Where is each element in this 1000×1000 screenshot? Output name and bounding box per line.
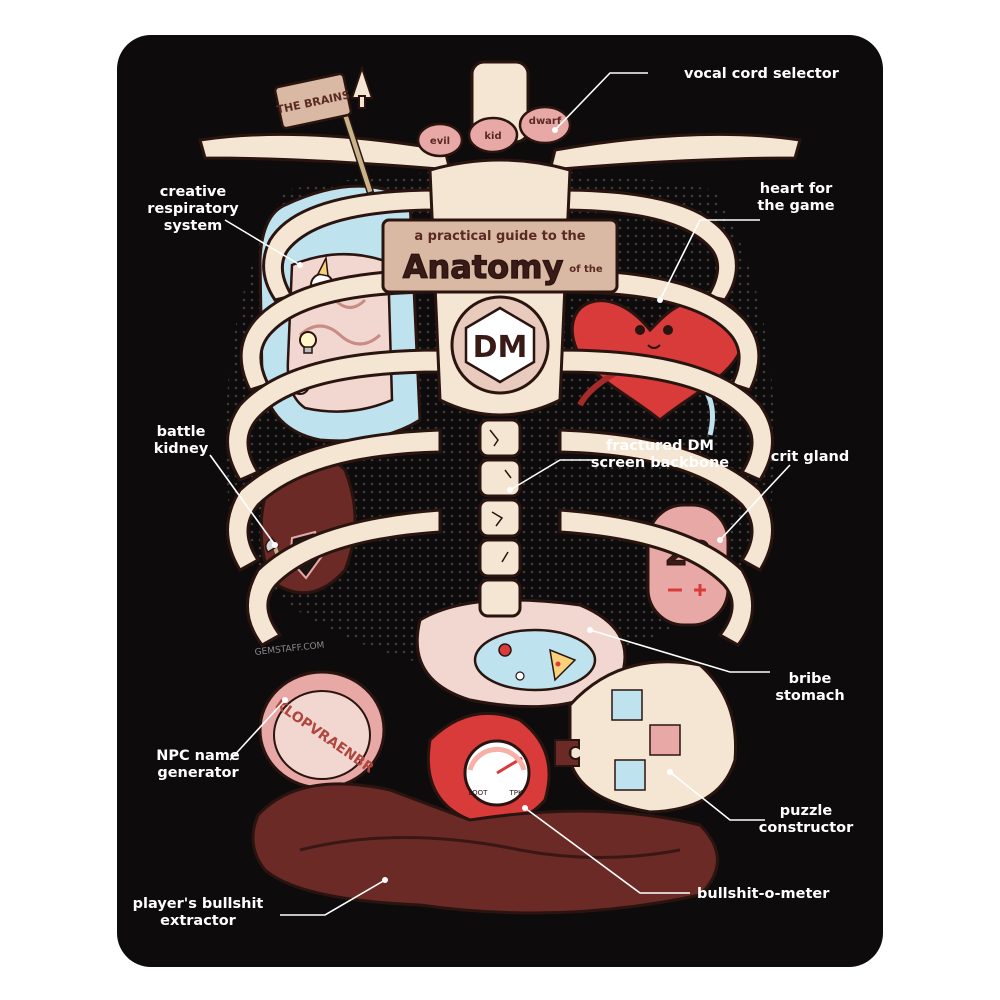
npc-name-generator: KLOPVRAENBR <box>258 670 386 790</box>
rib-left-3 <box>226 348 442 482</box>
rib-right-3 <box>558 348 774 482</box>
label-vocal-cord-selector: vocal cord selector <box>684 66 840 82</box>
fractured-backbone <box>478 418 522 618</box>
label-bullshit-o-meter: bullshit-o-meter <box>697 886 830 902</box>
label-crit-gland: crit gland <box>771 449 850 465</box>
dice-d20-icon <box>464 306 536 384</box>
rib-right-2 <box>558 268 761 392</box>
callout-leaders <box>209 72 791 916</box>
svg-text:player's bullshit: player's bullshit <box>133 896 264 912</box>
rib-left-1 <box>262 188 442 302</box>
svg-text:constructor: constructor <box>759 820 854 836</box>
rib-right-4 <box>558 428 774 573</box>
puzzle-constructor <box>554 660 738 814</box>
title-of-the: of the <box>569 264 603 275</box>
meter-low-label: LOOT <box>469 789 489 797</box>
pizza-icon <box>549 648 577 682</box>
bullshit-extractor <box>251 782 719 915</box>
extractor-fold <box>299 836 681 859</box>
svg-text:NPC name: NPC name <box>156 748 240 764</box>
lightbulb-icon <box>299 331 317 354</box>
brains-sign: THE BRAINS <box>273 64 375 195</box>
rib-right-1 <box>558 188 738 302</box>
svg-text:fractured DM: fractured DM <box>606 438 714 454</box>
svg-text:screen backbone: screen backbone <box>591 455 729 471</box>
meter-high-label: TPK <box>508 789 522 797</box>
label-bribe-stomach: bribe stomach <box>775 671 844 704</box>
title-line-1: a practical guide to the <box>414 229 585 244</box>
svg-text:creative: creative <box>160 184 227 200</box>
medallion-text: DM <box>473 330 528 365</box>
vocal-cord-selector: evil kid dwarf <box>416 105 572 158</box>
rib-left-2 <box>239 268 442 392</box>
label-fractured-backbone: fractured DM screen backbone <box>591 438 729 471</box>
title-anatomy: Anatomy <box>403 248 564 286</box>
svg-text:extractor: extractor <box>160 913 237 929</box>
puzzle-piece-icon <box>554 739 580 767</box>
svg-text:heart for: heart for <box>760 181 833 197</box>
vocal-chord-evil: evil <box>430 136 450 147</box>
label-players-bullshit-extractor: player's bullshit extractor <box>133 896 264 929</box>
rib-left-4 <box>226 428 442 573</box>
up-arrow-icon <box>350 64 374 109</box>
svg-text:bullshit-o-meter: bullshit-o-meter <box>697 886 830 902</box>
gauge-icon: LOOT TPK <box>463 739 531 807</box>
svg-text:battle: battle <box>157 424 206 440</box>
svg-text:stomach: stomach <box>775 688 844 704</box>
label-creative-respiratory-system: creative respiratory system <box>147 184 239 234</box>
svg-text:kidney: kidney <box>154 441 209 457</box>
rib-left-5 <box>246 508 442 647</box>
svg-text:generator: generator <box>157 765 239 781</box>
svg-text:vocal cord selector: vocal cord selector <box>684 66 840 82</box>
rib-right-5 <box>558 508 754 647</box>
dm-medallion: DM <box>450 295 550 395</box>
svg-text:respiratory: respiratory <box>147 201 239 217</box>
label-heart-for-the-game: heart for the game <box>757 181 834 214</box>
svg-text:system: system <box>164 218 223 234</box>
title-plaque: a practical guide to the Anatomy of the <box>381 218 619 294</box>
svg-text:crit gland: crit gland <box>771 449 850 465</box>
label-puzzle-constructor: puzzle constructor <box>759 803 854 836</box>
label-npc-name-generator: NPC name generator <box>156 748 240 781</box>
label-battle-kidney: battle kidney <box>154 424 209 457</box>
svg-text:the game: the game <box>757 198 834 214</box>
svg-text:puzzle: puzzle <box>780 803 833 819</box>
svg-text:bribe: bribe <box>789 671 832 687</box>
vocal-chord-dwarf: dwarf <box>529 116 562 127</box>
vocal-chord-kid: kid <box>484 131 501 142</box>
